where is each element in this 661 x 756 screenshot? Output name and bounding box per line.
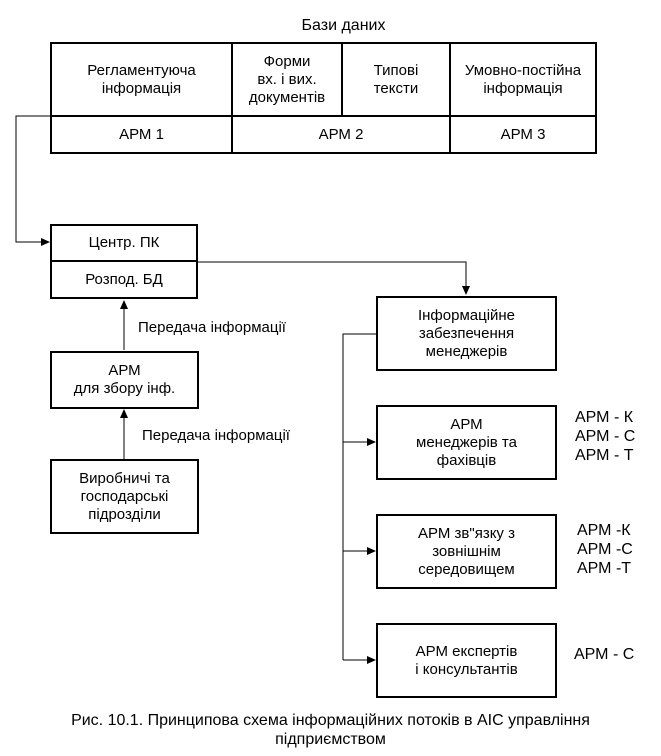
- arm-experts-label: АРМ експертів і консультантів: [415, 642, 518, 678]
- db-cell-regulatory: Регламентуюча інформація: [87, 61, 196, 97]
- arm-collect-label: АРМ для збору інф.: [73, 362, 176, 397]
- distributed-db-label: Розпод. БД: [85, 270, 163, 288]
- transfer-label-lower: Передача інформації: [142, 427, 290, 444]
- production-label: Виробничі та господарські підрозділи: [79, 469, 170, 523]
- transfer-label-upper: Передача інформації: [138, 319, 286, 336]
- arm-external-label: АРМ зв"язку з зовнішнім середовищем: [418, 524, 515, 578]
- db-cell-templates: Типові тексти: [373, 61, 419, 97]
- trunk-line: [342, 333, 377, 660]
- figure-caption: Рис. 10.1. Принципова схема інформаційни…: [71, 712, 590, 748]
- arm-collect-box: [50, 351, 199, 409]
- db-cell-conditional: Умовно-постійна інформація: [464, 61, 582, 97]
- db-cell-arm2: АРМ 2: [318, 125, 364, 143]
- arm-experts-side: АРМ - С: [574, 646, 635, 663]
- arm-experts-box: [376, 623, 557, 698]
- arm-managers-side: АРМ - К АРМ - С АРМ - Т: [575, 409, 636, 464]
- db-cell-arm3: АРМ 3: [500, 125, 546, 143]
- table-col-divider: [231, 42, 233, 154]
- center-divider: [50, 260, 198, 262]
- table-row-divider: [50, 115, 597, 117]
- table-col-divider: [449, 42, 451, 154]
- databases-table: [50, 42, 597, 154]
- table-col-divider: [341, 42, 343, 117]
- info-support-box: [376, 296, 557, 371]
- arrow-center-to-info: [196, 261, 470, 295]
- db-cell-forms: Форми вх. і вих. документів: [248, 52, 326, 106]
- db-cell-arm1: АРМ 1: [119, 125, 164, 143]
- production-box: [50, 459, 199, 534]
- central-pc-label: Центр. ПК: [88, 234, 160, 251]
- arm-managers-box: [376, 405, 557, 480]
- arm-managers-label: АРМ менеджерів та фахівців: [416, 415, 517, 469]
- info-support-label: Інформаційне забезпечення менеджерів: [417, 306, 516, 360]
- databases-title: Бази даних: [301, 17, 386, 34]
- arm-external-side: АРМ -К АРМ -С АРМ -Т: [577, 522, 633, 577]
- arm-external-box: [376, 514, 557, 589]
- arrow-db-to-center: [15, 115, 51, 246]
